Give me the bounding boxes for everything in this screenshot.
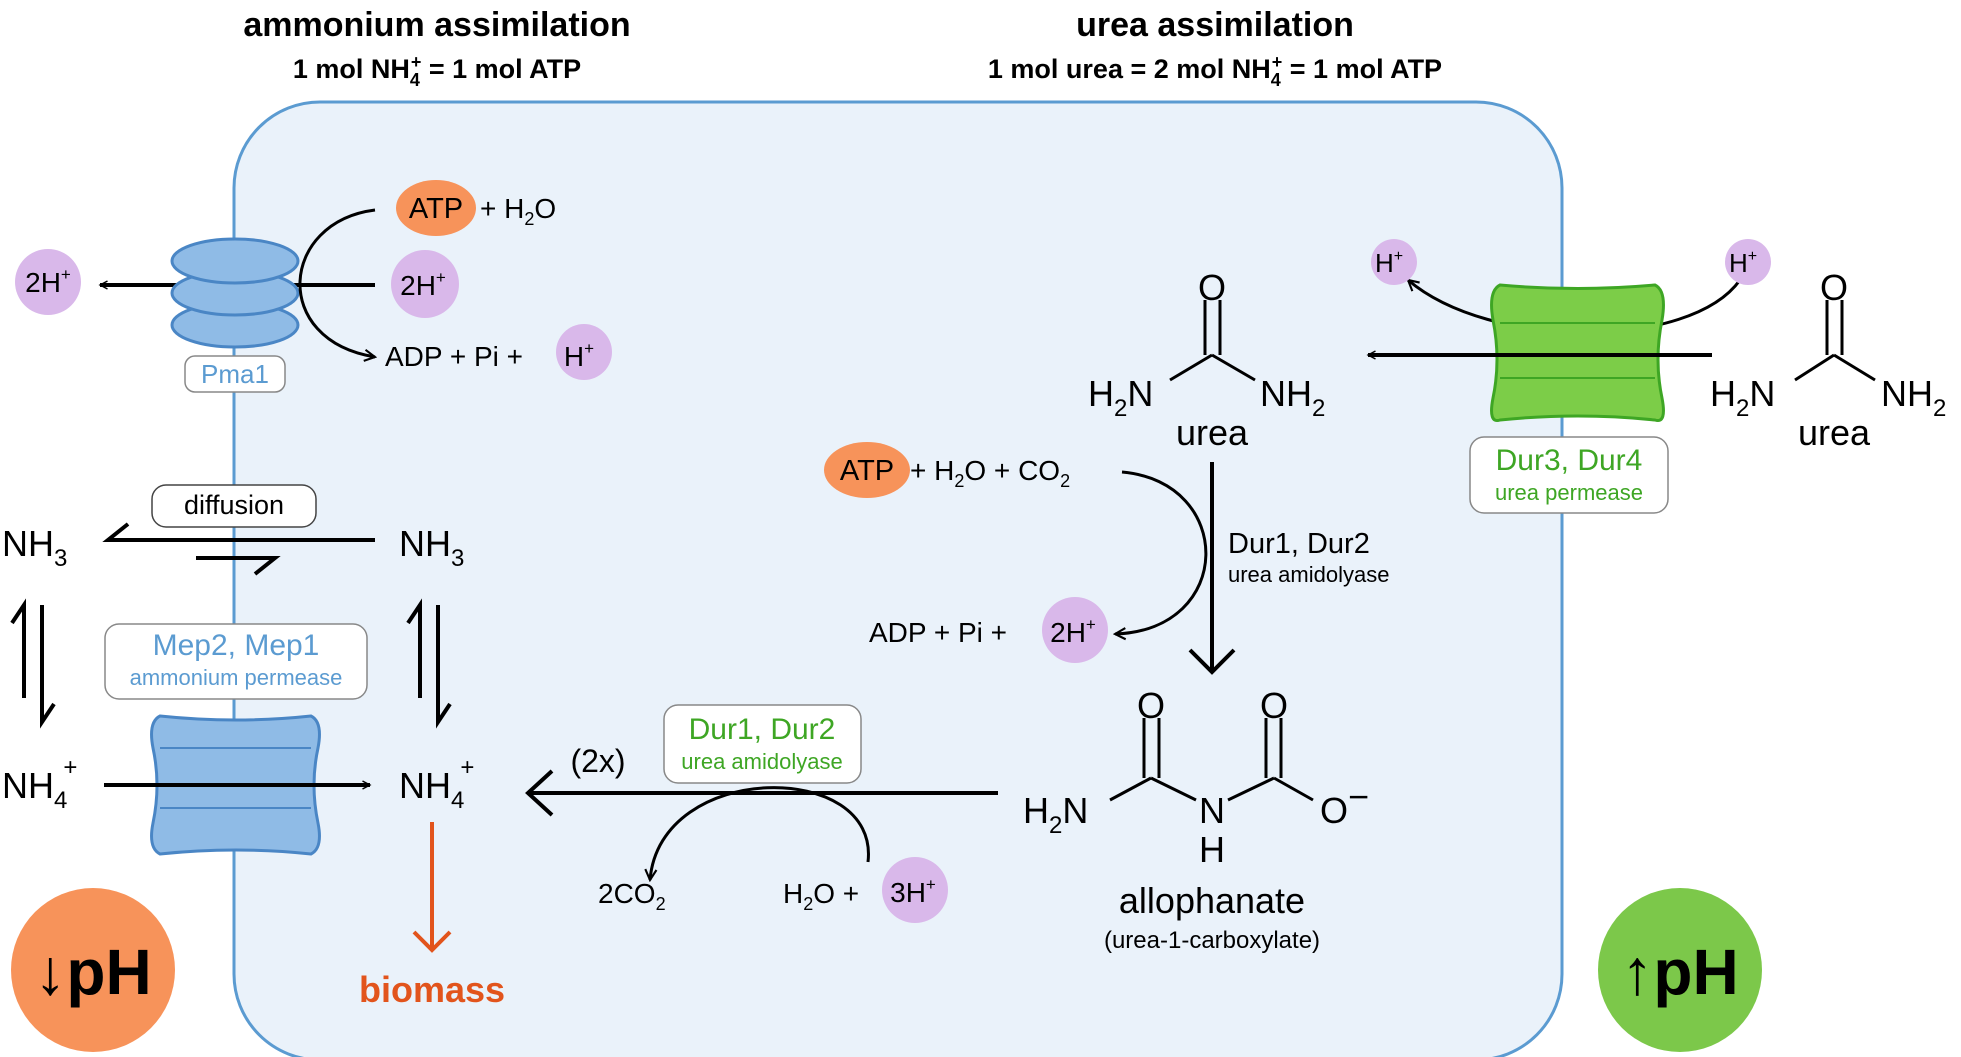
urea-inside-nh2: NH2 <box>1260 373 1325 422</box>
urea-outside-structure <box>1794 300 1876 382</box>
hydrolysis-enzyme: Dur1, Dur2 <box>689 713 836 746</box>
proton-h-in-badge <box>1371 239 1417 285</box>
carboxylation-main-arrow-head <box>1188 648 1236 675</box>
hydrolysis-co2: 2CO2 <box>598 878 666 914</box>
header-urea-sub: 1 mol urea = 2 mol NH4+ = 1 mol ATP <box>988 52 1442 90</box>
hydrolysis-side-arrow <box>650 786 870 880</box>
hydrolysis-stoich: (2x) <box>570 743 625 779</box>
nh3-inside: NH3 <box>399 523 464 572</box>
atp-hydrolysis-arrow <box>298 208 375 357</box>
equilibrium-inside-up <box>406 598 422 698</box>
header-ammonium-title: ammonium assimilation <box>243 6 630 44</box>
urea-inside-h2n: H2N <box>1088 373 1153 422</box>
urea-outside-nh2: NH2 <box>1881 373 1946 422</box>
urea-outside-label: urea <box>1798 412 1871 453</box>
atp-badge-pma1 <box>396 180 476 236</box>
dur34-label-sub: urea permease <box>1495 480 1643 505</box>
ph-down-badge <box>11 888 175 1052</box>
allophanate-o1: O <box>1137 685 1165 726</box>
ph-down-label: ↓pH <box>34 936 151 1008</box>
nh4-inside: NH4+ <box>399 754 474 814</box>
hydrolysis-water: H2O + <box>783 878 859 914</box>
diffusion-equilibrium-arrow-right <box>196 556 281 576</box>
biomass-label: biomass <box>359 969 505 1010</box>
allophanate-o-minus: O− <box>1320 776 1369 831</box>
hydrolysis-enzyme-sub: urea amidolyase <box>681 749 842 774</box>
pma1-label: Pma1 <box>201 359 269 389</box>
proton-h-out-badge <box>1725 239 1771 285</box>
allophanate-structure <box>1109 718 1314 802</box>
ph-up-badge <box>1598 888 1762 1052</box>
dur34-transporter <box>1490 283 1665 423</box>
proton-3h-badge <box>882 857 948 923</box>
nh4-outside: NH4+ <box>2 754 77 814</box>
equilibrium-outside-up <box>10 598 26 698</box>
equilibrium-inside-down <box>436 605 452 729</box>
urea-inside-o: O <box>1198 267 1226 308</box>
water-label-pma1: + H2O <box>480 193 556 229</box>
urea-outside-h2n: H2N <box>1710 373 1775 422</box>
proton-h-out: H+ <box>1729 248 1757 278</box>
mep-label-box <box>104 623 368 700</box>
atp-label-carboxylation: ATP <box>840 455 894 487</box>
header-urea-title: urea assimilation <box>1076 6 1354 44</box>
equilibrium-outside-down <box>40 605 56 729</box>
proton-h-in: H+ <box>1375 248 1403 278</box>
urea-inside-label: urea <box>1176 412 1249 453</box>
proton-2h-in-badge <box>391 250 459 318</box>
nh3-outside: NH3 <box>2 523 67 572</box>
pma1-products: ADP + Pi + <box>385 341 523 372</box>
proton-2h-carboxylation-badge <box>1042 597 1108 663</box>
proton-3h: 3H+ <box>890 875 936 908</box>
carboxylation-enzyme: Dur1, Dur2 <box>1228 528 1370 560</box>
mep-label-sub: ammonium permease <box>130 665 343 690</box>
biomass-arrow-head <box>412 930 452 953</box>
proton-h-product-badge <box>556 324 612 380</box>
dur34-label-title: Dur3, Dur4 <box>1496 444 1643 477</box>
hydrolysis-arrow-head <box>525 769 554 817</box>
header-ammonium-sub: 1 mol NH4+ = 1 mol ATP <box>293 52 581 90</box>
mep-label-title: Mep2, Mep1 <box>153 629 320 662</box>
allophanate-alt-name: (urea-1-carboxylate) <box>1104 927 1320 954</box>
diffusion-equilibrium-arrow-left <box>102 522 375 542</box>
allophanate-h2n: H2N <box>1023 790 1088 839</box>
proton-h-product: H+ <box>564 339 594 372</box>
urea-inside-structure <box>1169 300 1256 382</box>
ph-up-label: ↑pH <box>1621 936 1738 1008</box>
atp-badge-carboxylation <box>824 442 910 498</box>
carboxylation-products: ADP + Pi + <box>869 617 1007 648</box>
allophanate-n: N <box>1199 790 1225 831</box>
carboxylation-enzyme-sub: urea amidolyase <box>1228 562 1389 587</box>
diffusion-label-box <box>151 484 317 528</box>
diffusion-label: diffusion <box>184 490 284 520</box>
allophanate-o2: O <box>1260 685 1288 726</box>
urea-outside-o: O <box>1820 267 1848 308</box>
pma1-transporter <box>170 237 300 349</box>
proton-2h-out: 2H+ <box>25 265 71 298</box>
allophanate-name: allophanate <box>1119 880 1305 921</box>
atp-label-pma1: ATP <box>409 193 463 225</box>
allophanate-h: H <box>1199 829 1225 870</box>
proton-2h-out-badge <box>15 249 81 315</box>
proton-2h-in: 2H+ <box>400 268 446 301</box>
proton-2h-carboxylation: 2H+ <box>1050 615 1096 648</box>
carboxylation-side-arrow <box>1115 470 1208 634</box>
pma1-label-box <box>184 355 286 393</box>
hydrolysis-enzyme-box <box>663 704 862 784</box>
dur34-label-box <box>1469 436 1669 514</box>
carboxylation-reactants: + H2O + CO2 <box>910 455 1070 491</box>
